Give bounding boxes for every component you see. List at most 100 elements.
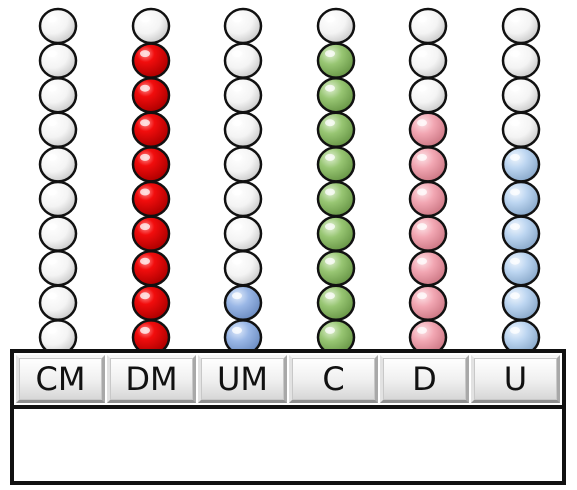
bead-highlight [232, 223, 242, 230]
bead-empty [318, 9, 354, 43]
bead-highlight [325, 119, 335, 126]
place-label-cm: CM [16, 355, 105, 403]
bead-highlight [140, 327, 150, 334]
bead-counted [133, 217, 169, 251]
bead-highlight [47, 154, 57, 161]
place-label-um: UM [198, 355, 287, 403]
bead-highlight [47, 223, 57, 230]
bead-empty [40, 286, 76, 320]
bead-highlight [510, 119, 520, 126]
bead-highlight [325, 85, 335, 92]
bead-highlight [47, 327, 57, 334]
bead-highlight [140, 258, 150, 265]
rod-um [225, 9, 261, 354]
place-label-c: C [289, 355, 378, 403]
rod-dm [133, 9, 169, 354]
bead-empty [40, 217, 76, 251]
beads-layer [40, 9, 539, 354]
place-label-u: U [471, 355, 560, 403]
bead-counted [318, 251, 354, 285]
bead-empty [225, 251, 261, 285]
bead-highlight [510, 223, 520, 230]
bead-highlight [140, 119, 150, 126]
rod-c [318, 9, 354, 354]
bead-highlight [47, 50, 57, 57]
rod-cm [40, 9, 76, 354]
bead-empty [40, 113, 76, 147]
bead-empty [133, 9, 169, 43]
bead-empty [40, 9, 76, 43]
bead-empty [503, 78, 539, 112]
bead-highlight [140, 16, 150, 23]
bead-highlight [325, 292, 335, 299]
bead-counted [410, 286, 446, 320]
rod-d [410, 9, 446, 354]
bead-highlight [417, 16, 427, 23]
bead-counted [318, 147, 354, 181]
bead-highlight [140, 223, 150, 230]
bead-highlight [325, 16, 335, 23]
bead-highlight [140, 50, 150, 57]
bead-highlight [510, 292, 520, 299]
bead-highlight [232, 119, 242, 126]
bead-empty [410, 44, 446, 78]
bead-empty [225, 147, 261, 181]
bead-highlight [510, 327, 520, 334]
bead-highlight [417, 223, 427, 230]
bead-counted [410, 217, 446, 251]
bead-highlight [47, 85, 57, 92]
bead-counted [503, 286, 539, 320]
bead-highlight [510, 189, 520, 196]
bead-highlight [232, 16, 242, 23]
bead-highlight [417, 154, 427, 161]
bead-empty [503, 44, 539, 78]
bead-counted [503, 251, 539, 285]
bead-highlight [325, 258, 335, 265]
place-value-labels: CM DM UM C D U [10, 349, 566, 409]
bead-empty [225, 9, 261, 43]
bead-empty [410, 9, 446, 43]
bead-empty [225, 113, 261, 147]
bead-highlight [417, 327, 427, 334]
bead-highlight [47, 189, 57, 196]
answer-box[interactable] [14, 409, 562, 481]
bead-counted [318, 44, 354, 78]
bead-counted [410, 251, 446, 285]
bead-empty [225, 182, 261, 216]
bead-highlight [47, 258, 57, 265]
bead-counted [503, 217, 539, 251]
place-label-d: D [380, 355, 469, 403]
bead-counted [225, 286, 261, 320]
bead-empty [410, 78, 446, 112]
bead-empty [225, 44, 261, 78]
bead-highlight [47, 119, 57, 126]
bead-highlight [325, 189, 335, 196]
bead-counted [133, 147, 169, 181]
bead-highlight [140, 189, 150, 196]
bead-highlight [232, 258, 242, 265]
bead-highlight [510, 258, 520, 265]
bead-counted [133, 286, 169, 320]
bead-highlight [325, 50, 335, 57]
bead-highlight [325, 154, 335, 161]
bead-highlight [510, 154, 520, 161]
place-label-dm: DM [107, 355, 196, 403]
bead-counted [410, 113, 446, 147]
bead-highlight [232, 50, 242, 57]
rod-u [503, 9, 539, 354]
bead-highlight [232, 292, 242, 299]
bead-empty [40, 78, 76, 112]
bead-highlight [417, 292, 427, 299]
bead-counted [133, 44, 169, 78]
bead-highlight [417, 258, 427, 265]
bead-highlight [325, 327, 335, 334]
bead-empty [40, 251, 76, 285]
bead-counted [318, 217, 354, 251]
bead-highlight [510, 50, 520, 57]
bead-counted [318, 286, 354, 320]
bead-empty [40, 44, 76, 78]
bead-highlight [510, 16, 520, 23]
bead-counted [133, 182, 169, 216]
bead-highlight [47, 292, 57, 299]
bead-highlight [232, 85, 242, 92]
